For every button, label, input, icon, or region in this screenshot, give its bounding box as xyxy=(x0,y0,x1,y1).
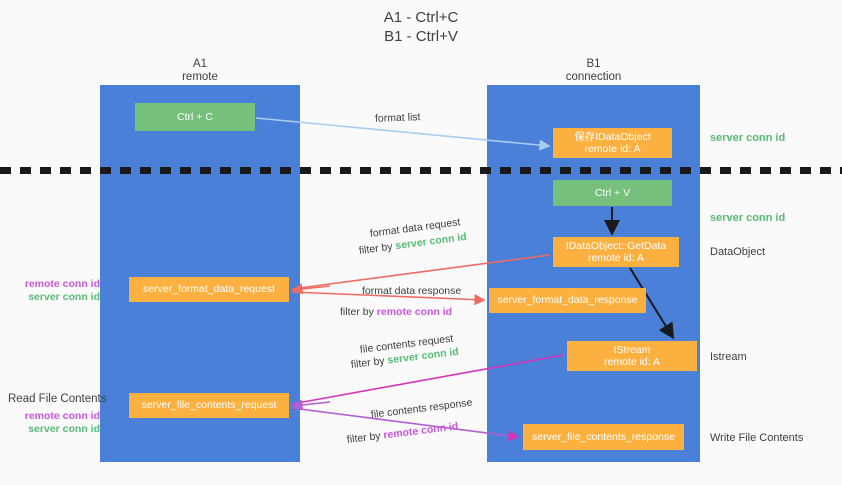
box-ctrl-v[interactable]: Ctrl + V xyxy=(553,180,672,206)
column-header-b1: B1 connection xyxy=(565,58,622,83)
box-server-file-contents-response[interactable]: server_file_contents_response xyxy=(523,424,684,450)
filter-prefix: filter by xyxy=(340,306,377,318)
label-remote-conn-id-file: remote conn id xyxy=(24,410,100,422)
label-remote-conn-id-format: remote conn id xyxy=(24,278,100,290)
label-format-list: format list xyxy=(374,111,421,125)
label-format-data-response-filter: filter by remote conn id xyxy=(340,306,452,319)
arrow-getdata-to-istream xyxy=(629,267,675,340)
label-server-conn-id-format: server conn id xyxy=(28,291,100,303)
arrow-file-contents-response xyxy=(291,407,520,442)
label-server-conn-id-mid: server conn id xyxy=(710,212,786,224)
box-server-file-contents-request[interactable]: server_file_contents_request xyxy=(129,393,289,418)
label-server-conn-id-top: server conn id xyxy=(710,132,786,144)
label-server-conn-id-file: server conn id xyxy=(28,423,100,435)
label-read-file-contents: Read File Contents xyxy=(8,393,107,405)
box-idataobject-copy[interactable]: 保存IDataObject remote id: A xyxy=(553,128,672,158)
column-header-a1: A1 remote xyxy=(182,58,218,83)
label-format-data-response: format data response xyxy=(362,285,462,297)
filter-value-remote-conn-id: remote conn id xyxy=(376,306,453,318)
page-title: A1 - Ctrl+C B1 - Ctrl+V xyxy=(383,9,459,45)
arrow-format-list xyxy=(255,117,551,151)
box-ctrl-c[interactable]: Ctrl + C xyxy=(135,103,255,131)
arrow-format-data-response xyxy=(291,291,486,306)
label-left-conn-ids-file: remote conn id server conn id xyxy=(8,410,100,436)
phase-divider xyxy=(0,167,842,174)
box-istream[interactable]: IStream remote id: A xyxy=(567,341,697,371)
box-idataobject-getdata[interactable]: IDataObject::GetData remote id: A xyxy=(553,237,679,267)
label-left-conn-ids-format: remote conn id server conn id xyxy=(8,278,100,304)
arrow-file-contents-request-head xyxy=(291,399,331,411)
box-server-format-data-request[interactable]: server_format_data_request xyxy=(129,277,289,302)
box-server-format-data-response[interactable]: server_format_data_response xyxy=(489,288,646,313)
label-write-file-contents: Write File Contents xyxy=(710,432,804,444)
arrow-file-contents-request xyxy=(291,354,564,405)
arrow-format-data-request-head xyxy=(291,283,331,295)
label-dataobject: DataObject xyxy=(710,246,766,258)
label-istream: Istream xyxy=(710,351,747,363)
arrow-format-data-request xyxy=(291,254,550,290)
